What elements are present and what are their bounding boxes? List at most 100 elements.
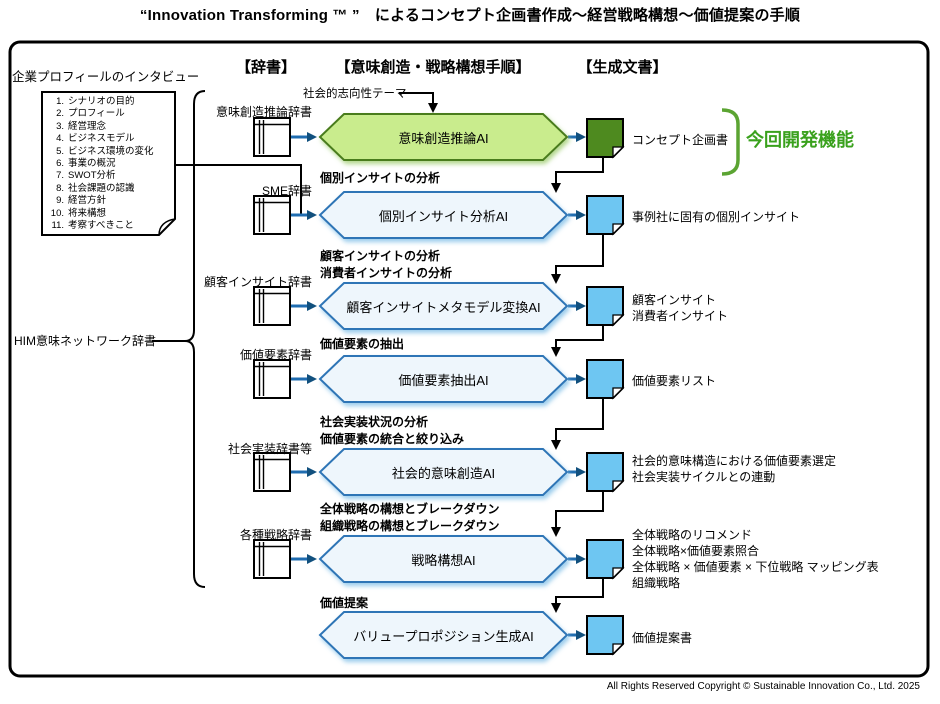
output-label-2-1: 事例社に固有の個別インサイト	[632, 210, 801, 224]
doc-fold-4	[612, 387, 625, 400]
copyright-footer: All Rights Reserved Copyright © Sustaina…	[606, 681, 920, 692]
note-item: 5. ビジネス環境の変化	[48, 146, 172, 158]
output-label-6-1: 全体戦略のリコメンド	[632, 528, 753, 542]
note-item-number: 9.	[56, 195, 64, 207]
note-item: 11.考察すべきこと	[48, 220, 172, 232]
output-label-7-1: 価値提案書	[632, 631, 693, 645]
process-heading-3-1: 顧客インサイトの分析	[320, 249, 441, 263]
output-label-5-2: 社会実装サイクルとの連動	[632, 470, 776, 484]
output-label-6-3: 全体戦略 × 価値要素 × 下位戦略 マッピング表	[632, 560, 879, 574]
dictionary-icon-1	[253, 117, 291, 157]
interview-note-shape	[41, 91, 176, 236]
dictionary-label-4: 価値要素辞書	[239, 348, 312, 362]
doc-fold-5	[612, 480, 625, 493]
doc-fold-2	[612, 223, 625, 236]
dictionary-label-5: 社会実装辞書等	[227, 442, 312, 456]
note-item-number: 6.	[56, 158, 64, 170]
process-hexagon-2	[318, 191, 569, 239]
note-fold-corner	[158, 218, 176, 236]
note-item: 1.シナリオの目的	[48, 96, 172, 108]
row-connector-6-7	[551, 577, 604, 613]
outer-border	[8, 40, 930, 678]
dictionary-label-6: 各種戦略辞書	[239, 528, 312, 542]
note-item: 8. 社会課題の認識	[48, 183, 172, 195]
note-item: 6. 事業の概況	[48, 158, 172, 170]
process-label-5: 社会的意味創造AI	[391, 465, 496, 481]
output-label-1-1: コンセプト企画書	[632, 133, 729, 147]
process-label-3: 顧客インサイトメタモデル変換AI	[346, 299, 541, 315]
note-item: 10. 将来構想	[48, 208, 172, 220]
output-label-3-2: 消費者インサイト	[632, 309, 729, 323]
process-label-7: バリュープロポジション生成AI	[353, 628, 534, 644]
process-heading-3-2: 消費者インサイトの分析	[320, 266, 453, 280]
column-header-process: 【意味創造・戦略構想手順】	[335, 59, 531, 76]
output-doc-7	[586, 615, 625, 656]
note-item: 4. ビジネスモデル	[48, 133, 172, 145]
process-heading-5-1: 社会実装状況の分析	[320, 415, 429, 429]
note-item-number: 8.	[56, 182, 64, 194]
note-item-number: 10.	[50, 207, 64, 219]
process-heading-6-1: 全体戦略の構想とブレークダウン	[320, 502, 500, 516]
process-label-2: 個別インサイト分析AI	[378, 208, 509, 224]
process-heading-2-1: 個別インサイトの分析	[320, 171, 441, 185]
note-item-number: 4.	[56, 133, 64, 145]
doc-fold-1	[612, 146, 625, 159]
interview-title: 企業プロフィールのインタビュー	[12, 70, 200, 84]
row-connector-3-4	[551, 325, 604, 357]
dictionary-icon-2	[253, 195, 291, 235]
note-item-text: 将来構想	[68, 207, 107, 219]
process-heading-5-2: 価値要素の統合と絞り込み	[320, 432, 465, 446]
output-label-4-1: 価値要素リスト	[632, 374, 717, 388]
output-doc-3	[586, 286, 625, 327]
note-item-text: プロフィール	[68, 108, 125, 120]
row-connector-5-6	[551, 490, 604, 537]
note-item-text: ビジネス環境の変化	[68, 145, 154, 157]
note-item: 3. 経営理念	[48, 121, 172, 133]
him-dictionary-label: HIM意味ネットワーク辞書	[14, 334, 156, 348]
process-heading-7-1: 価値提案	[320, 596, 369, 610]
output-doc-6	[586, 539, 625, 580]
process-hexagon-5	[318, 448, 569, 496]
theme-connector-arrow	[399, 92, 438, 113]
process-hexagon-7	[318, 611, 569, 659]
dictionary-label-2: SME辞書	[261, 184, 312, 198]
diagram-title: “Innovation Transforming ™ ” によるコンセプト企画書…	[139, 7, 801, 24]
note-item-number: 5.	[56, 145, 64, 157]
note-item-text: 経営理念	[68, 120, 107, 132]
note-item-text: ビジネスモデル	[68, 133, 135, 145]
column-header-output: 【生成文書】	[577, 59, 668, 76]
note-item: 7.SWOT分析	[48, 170, 172, 182]
row-connector-1-2	[551, 157, 604, 193]
dictionary-label-3: 顧客インサイト辞書	[203, 275, 312, 289]
interview-note-list: 1.シナリオの目的 2. プロフィール 3. 経営理念 4. ビジネスモデル 5. ビジ…	[48, 96, 172, 232]
dictionary-icon-4	[253, 359, 291, 399]
row-connector-4-5	[551, 397, 604, 450]
note-item-number: 3.	[56, 120, 64, 132]
dictionary-icon-6	[253, 539, 291, 579]
highlight-bracket	[721, 108, 740, 176]
column-header-dictionary: 【辞書】	[235, 59, 296, 76]
process-hexagon-6	[318, 535, 569, 583]
process-label-4: 価値要素抽出AI	[398, 372, 489, 388]
output-label-6-4: 組織戦略	[632, 576, 681, 590]
note-item-number: 11.	[51, 220, 64, 232]
process-hexagon-1	[318, 113, 569, 161]
note-item-text: 事業の概況	[68, 158, 116, 170]
process-label-1: 意味創造推論AI	[398, 130, 489, 146]
doc-fold-6	[612, 567, 625, 580]
development-scope-label: 今回開発機能	[746, 130, 854, 150]
output-label-3-1: 顧客インサイト	[632, 293, 717, 307]
note-item-text: SWOT分析	[68, 170, 116, 182]
output-label-5-1: 社会的意味構造における価値要素選定	[632, 454, 837, 468]
doc-fold-3	[612, 314, 625, 327]
note-item-text: 社会課題の認識	[68, 182, 135, 194]
process-heading-4-1: 価値要素の抽出	[320, 337, 405, 351]
note-item-text: 経営方針	[68, 195, 107, 207]
note-item-number: 2.	[56, 108, 64, 120]
process-hexagon-3	[318, 282, 569, 330]
dictionary-label-1: 意味創造推論辞書	[215, 105, 312, 119]
output-doc-2	[586, 195, 625, 236]
process-label-6: 戦略構想AI	[411, 552, 476, 568]
output-doc-5	[586, 452, 625, 493]
